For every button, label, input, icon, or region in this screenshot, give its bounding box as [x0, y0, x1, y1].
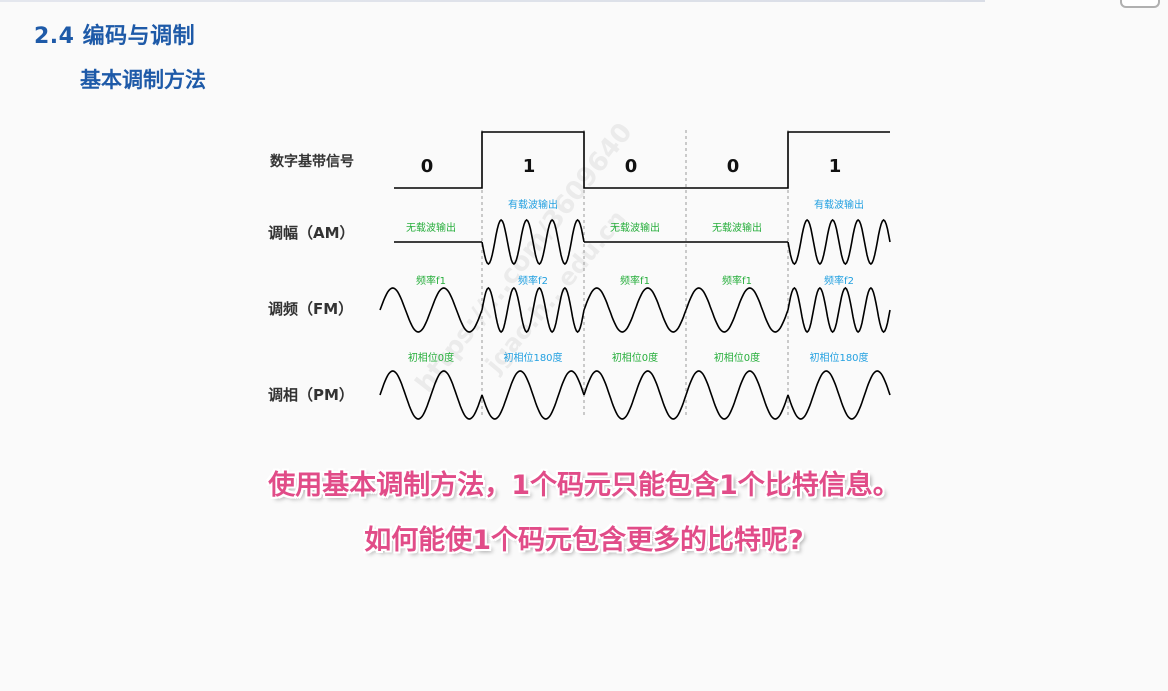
- pm-note: 初相位0度: [714, 351, 760, 364]
- am-note: 有载波输出: [508, 198, 558, 211]
- pm-waveform: [379, 370, 891, 420]
- fm-waveform: [379, 286, 891, 334]
- fm-segment: [787, 286, 891, 334]
- fm-segment: [685, 287, 789, 333]
- fm-note: 频率f2: [518, 274, 548, 287]
- caption-line-2: 如何能使1个码元包含更多的比特呢?: [364, 525, 804, 556]
- fm-note: 频率f2: [824, 274, 854, 287]
- am-note: 有载波输出: [814, 198, 864, 211]
- pm-segment: [481, 370, 585, 420]
- pm-segment: [379, 370, 483, 420]
- section-title: 2.4 编码与调制: [34, 24, 196, 49]
- pm-note: 初相位0度: [408, 351, 454, 364]
- am-note: 无载波输出: [406, 221, 456, 234]
- bit-values: 0 1 0 0 1: [421, 156, 842, 177]
- baseband-line: [394, 131, 890, 189]
- label-am: 调幅（AM）: [268, 224, 355, 242]
- am-note: 无载波输出: [610, 221, 660, 234]
- fm-segment: [379, 287, 483, 333]
- pm-segment: [583, 370, 687, 420]
- am-note: 无载波输出: [712, 221, 762, 234]
- caption-line-1: 使用基本调制方法，1个码元只能包含1个比特信息。: [268, 470, 900, 501]
- label-fm: 调频（FM）: [268, 300, 353, 318]
- bit-value: 0: [421, 156, 434, 177]
- fm-segment: [481, 286, 585, 334]
- fm-segment: [583, 287, 687, 333]
- fm-notes: 频率f1 频率f2 频率f1 频率f1 频率f2: [416, 274, 854, 287]
- pm-note: 初相位0度: [612, 351, 658, 364]
- corner-tab: [1120, 0, 1160, 8]
- am-segment: [481, 218, 585, 266]
- am-waveform: [394, 218, 891, 266]
- label-digital-signal: 数字基带信号: [270, 153, 354, 170]
- am-segment: [787, 218, 891, 266]
- top-divider-line: [0, 0, 985, 2]
- pm-segment: [787, 370, 891, 420]
- pm-note: 初相位180度: [503, 351, 562, 364]
- digital-baseband-signal: [394, 131, 890, 189]
- pm-segment: [685, 370, 789, 420]
- bit-value: 0: [727, 156, 740, 177]
- page-subtitle: 基本调制方法: [80, 68, 206, 92]
- pm-notes: 初相位0度 初相位180度 初相位0度 初相位0度 初相位180度: [408, 351, 869, 364]
- fm-note: 频率f1: [722, 274, 752, 287]
- fm-note: 频率f1: [620, 274, 650, 287]
- fm-note: 频率f1: [416, 274, 446, 287]
- bit-value: 0: [625, 156, 638, 177]
- bit-value: 1: [523, 156, 536, 177]
- modulation-diagram: 数字基带信号 调幅（AM） 调频（FM） 调相（PM） 0 1 0 0 1 无载波输出 有…: [268, 130, 891, 420]
- label-pm: 调相（PM）: [268, 386, 354, 404]
- bit-value: 1: [829, 156, 842, 177]
- pm-note: 初相位180度: [809, 351, 868, 364]
